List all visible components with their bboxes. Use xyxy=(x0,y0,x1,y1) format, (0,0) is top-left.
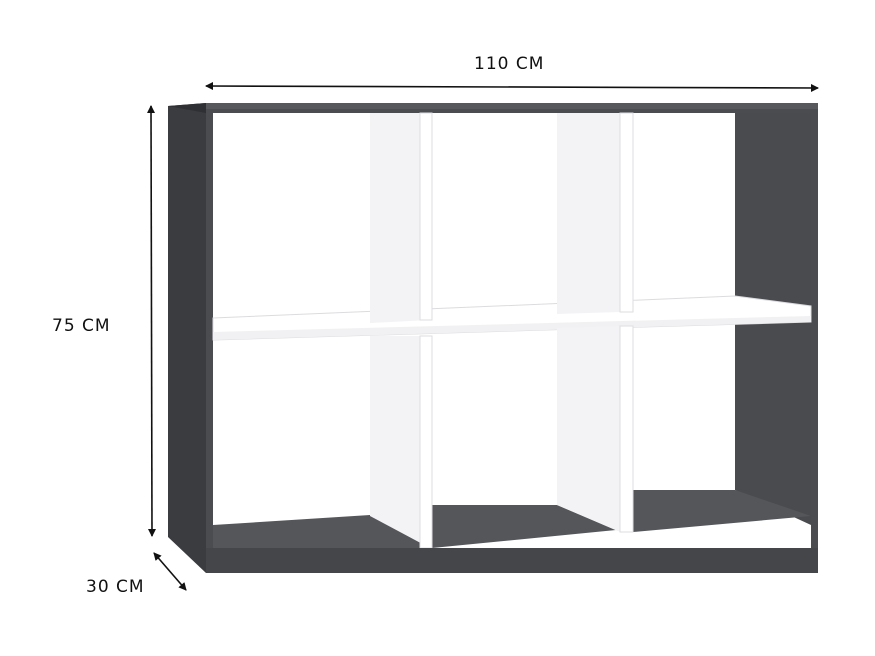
left-divider-lower-front xyxy=(419,335,433,549)
right-divider-upper xyxy=(557,113,620,314)
right-divider-lower-front xyxy=(619,325,634,533)
bottom-frame-edge xyxy=(206,548,818,573)
width-label: 110 CM xyxy=(474,54,545,74)
height-dimension-arrow xyxy=(147,105,156,537)
right-divider-upper-front xyxy=(619,112,634,313)
width-dimension-arrow xyxy=(205,82,819,92)
right-divider-lower xyxy=(557,326,620,532)
left-side-panel xyxy=(168,103,206,573)
bottom-floor xyxy=(213,515,430,550)
left-divider-upper-front xyxy=(419,112,433,321)
bottom-floor-right xyxy=(633,490,811,532)
depth-dimension-arrow xyxy=(153,552,187,591)
middle-shelf-front-edge xyxy=(213,316,811,340)
left-divider-upper xyxy=(370,113,430,323)
depth-label: 30 CM xyxy=(86,577,145,597)
height-label: 75 CM xyxy=(52,316,111,336)
left-divider-lower xyxy=(370,336,430,548)
bottom-floor-middle xyxy=(432,505,616,548)
frame-top-edge xyxy=(206,103,818,109)
